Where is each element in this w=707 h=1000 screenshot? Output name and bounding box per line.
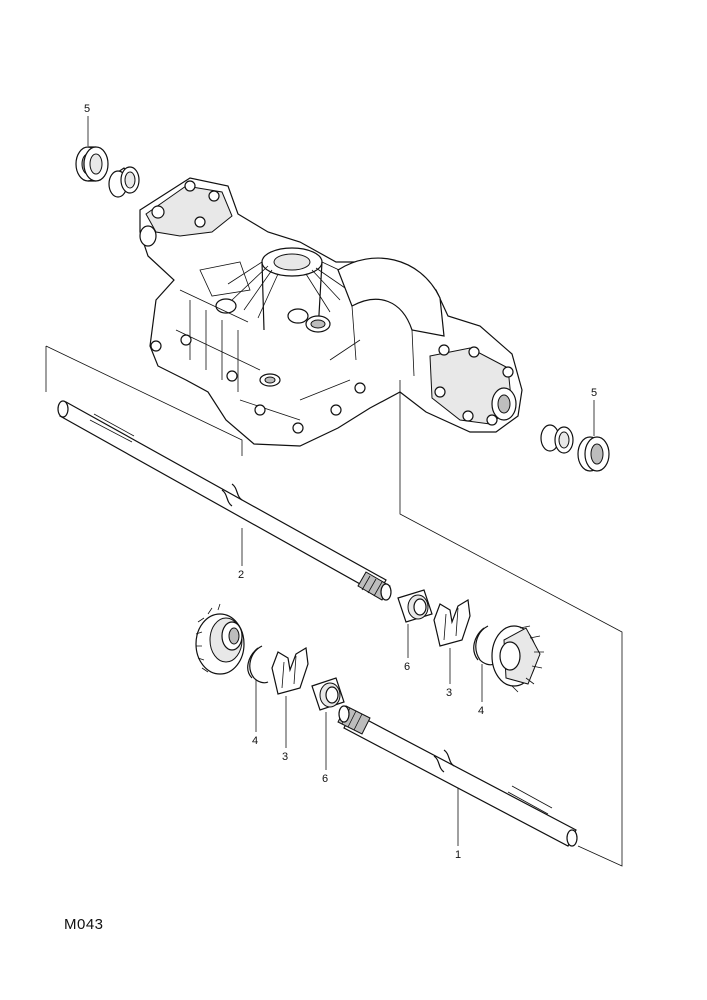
callout-clip-lower: 3 [282, 751, 288, 763]
callout-shaft-upper: 2 [238, 569, 244, 581]
collar-lower [311, 677, 345, 711]
axle-shaft-upper [57, 400, 392, 601]
bushing-right [540, 424, 574, 454]
callout-clip-upper: 3 [446, 687, 452, 699]
callout-seal-right: 5 [591, 387, 597, 399]
snap-ring-lower [247, 645, 269, 684]
snap-ring-upper [473, 625, 495, 666]
bevel-gear-left [195, 603, 245, 675]
drawing-code: M043 [64, 916, 104, 933]
bevel-gear-right [491, 625, 544, 693]
collar-upper [397, 589, 433, 623]
clip-upper [433, 599, 471, 647]
callout-snap-ring-upper: 4 [478, 705, 484, 717]
seal-right [577, 436, 610, 472]
clip-lower [271, 647, 309, 695]
callout-snap-ring-lower: 4 [252, 735, 258, 747]
callout-collar-lower: 6 [322, 773, 328, 785]
axle-shaft-lower [337, 705, 578, 847]
callout-collar-upper: 6 [404, 661, 410, 673]
transaxle-housing [139, 177, 523, 447]
seal-upper-left [75, 146, 109, 182]
bushing-upper-left [108, 166, 140, 198]
callout-shaft-lower: 1 [455, 849, 461, 861]
reference-bracket-lower-shaft [399, 380, 623, 867]
reference-bracket-upper-shaft [45, 345, 243, 456]
callout-seal-upper-left: 5 [84, 103, 90, 115]
